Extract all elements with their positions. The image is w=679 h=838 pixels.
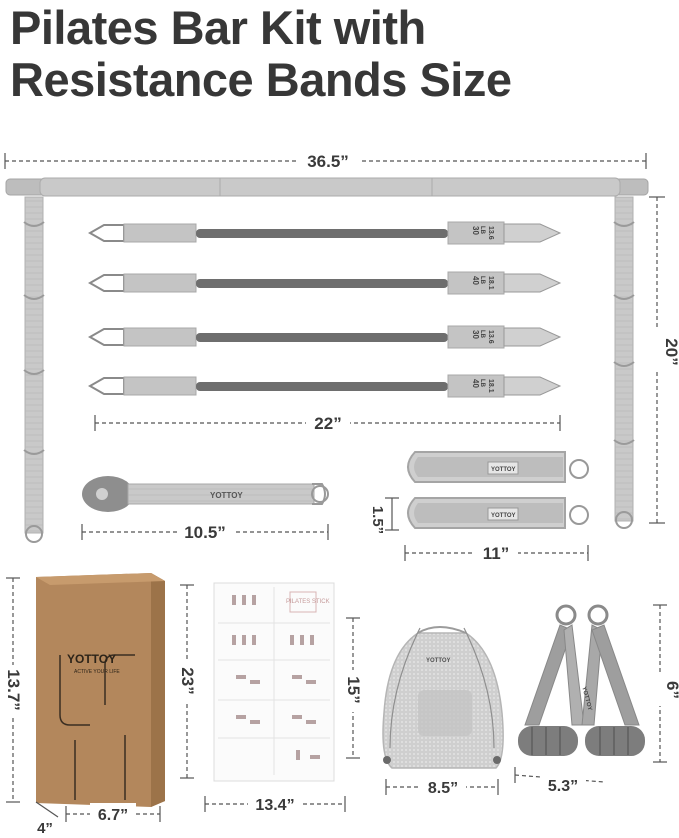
title-line-2: Resistance Bands Size <box>10 53 512 106</box>
poster-width-label: 13.4” <box>255 797 294 814</box>
resistance-band: 40 LB 18.1 <box>87 271 562 295</box>
band-length-dimension: 22” <box>94 412 561 434</box>
box-width-dimension: 6.7” <box>65 803 161 825</box>
bag-height-label: 15” <box>344 676 363 703</box>
poster-width-dimension: 13.4” <box>204 793 346 815</box>
resistance-band: 30 LB 13.6 <box>87 325 562 349</box>
bar-length-label: 36.5” <box>307 152 349 171</box>
box-depth-dimension: 4” <box>35 801 59 837</box>
mesh-bag: YOTTOY <box>382 626 504 769</box>
band-resistance: 40 <box>471 276 480 285</box>
box-height-dimension: 13.7” <box>3 577 25 803</box>
ankle-strap-brand: YOTTOY <box>491 467 516 473</box>
band-unit: LB <box>479 379 485 388</box>
title-line-1: Pilates Bar Kit with <box>10 1 426 54</box>
poster-height-label: 23” <box>178 667 197 694</box>
bag-width-dimension: 8.5” <box>385 776 499 798</box>
box-width-label: 6.7” <box>98 807 128 824</box>
band-kg: 18.1 <box>487 276 494 290</box>
product-box: YOTTOY ACTIVE YOUR LIFE <box>36 573 165 807</box>
strap-height-dimension: 20” <box>648 196 679 524</box>
door-anchor: YOTTOY <box>82 476 329 512</box>
exercise-poster: PILATES STICK <box>213 582 335 782</box>
bag-height-dimension: 15” <box>343 617 365 759</box>
band-unit: LB <box>479 276 485 285</box>
strap-height-label: 20” <box>662 338 679 365</box>
ankle-strap-width-dimension: 1.5” <box>369 497 399 534</box>
band-resistance: 40 <box>471 379 480 388</box>
poster-heading: PILATES STICK <box>286 599 330 605</box>
bag-brand: YOTTOY <box>426 658 451 664</box>
door-anchor-length-label: 10.5” <box>184 523 226 542</box>
resistance-band: 40 LB 18.1 <box>87 374 562 398</box>
pilates-bar <box>5 177 649 197</box>
box-brand: YOTTOY <box>67 652 116 666</box>
band-kg: 13.6 <box>487 226 494 240</box>
ankle-straps: YOTTOY YOTTOY <box>407 451 589 529</box>
door-anchor-brand: YOTTOY <box>210 491 243 500</box>
box-height-label: 13.7” <box>4 669 23 711</box>
band-unit: LB <box>479 226 485 235</box>
band-unit: LB <box>479 330 485 339</box>
left-foot-strap <box>23 196 45 543</box>
bag-width-label: 8.5” <box>428 780 458 797</box>
page-title: Pilates Bar Kit with Resistance Bands Si… <box>10 2 512 106</box>
door-anchor-dimension: 10.5” <box>81 521 329 543</box>
resistance-band: 30 LB 13.6 <box>87 221 562 245</box>
bar-length-dimension: 36.5” <box>4 150 647 172</box>
box-tagline: ACTIVE YOUR LIFE <box>74 669 120 675</box>
band-resistance: 30 <box>471 226 480 235</box>
band-kg: 13.6 <box>487 330 494 344</box>
exercise-handles: YOTTOY <box>518 604 645 756</box>
ankle-strap-length-label: 11” <box>483 544 509 563</box>
box-depth-label: 4” <box>37 820 53 837</box>
handle-height-label: 6” <box>663 681 679 699</box>
handle-width-dimension: 5.3” <box>514 767 605 796</box>
right-foot-strap <box>613 196 635 529</box>
band-resistance: 30 <box>471 330 480 339</box>
band-length-label: 22” <box>314 414 341 433</box>
handle-width-label: 5.3” <box>548 778 578 795</box>
band-kg: 18.1 <box>487 379 494 393</box>
poster-height-dimension: 23” <box>177 584 199 779</box>
ankle-strap-width-label: 1.5” <box>369 506 386 534</box>
resistance-bands: 30 LB 13.6 40 LB 18.1 30 <box>87 221 562 398</box>
handle-height-dimension: 6” <box>650 604 679 763</box>
ankle-strap-brand: YOTTOY <box>491 513 516 519</box>
ankle-strap-length-dimension: 11” <box>404 542 589 564</box>
